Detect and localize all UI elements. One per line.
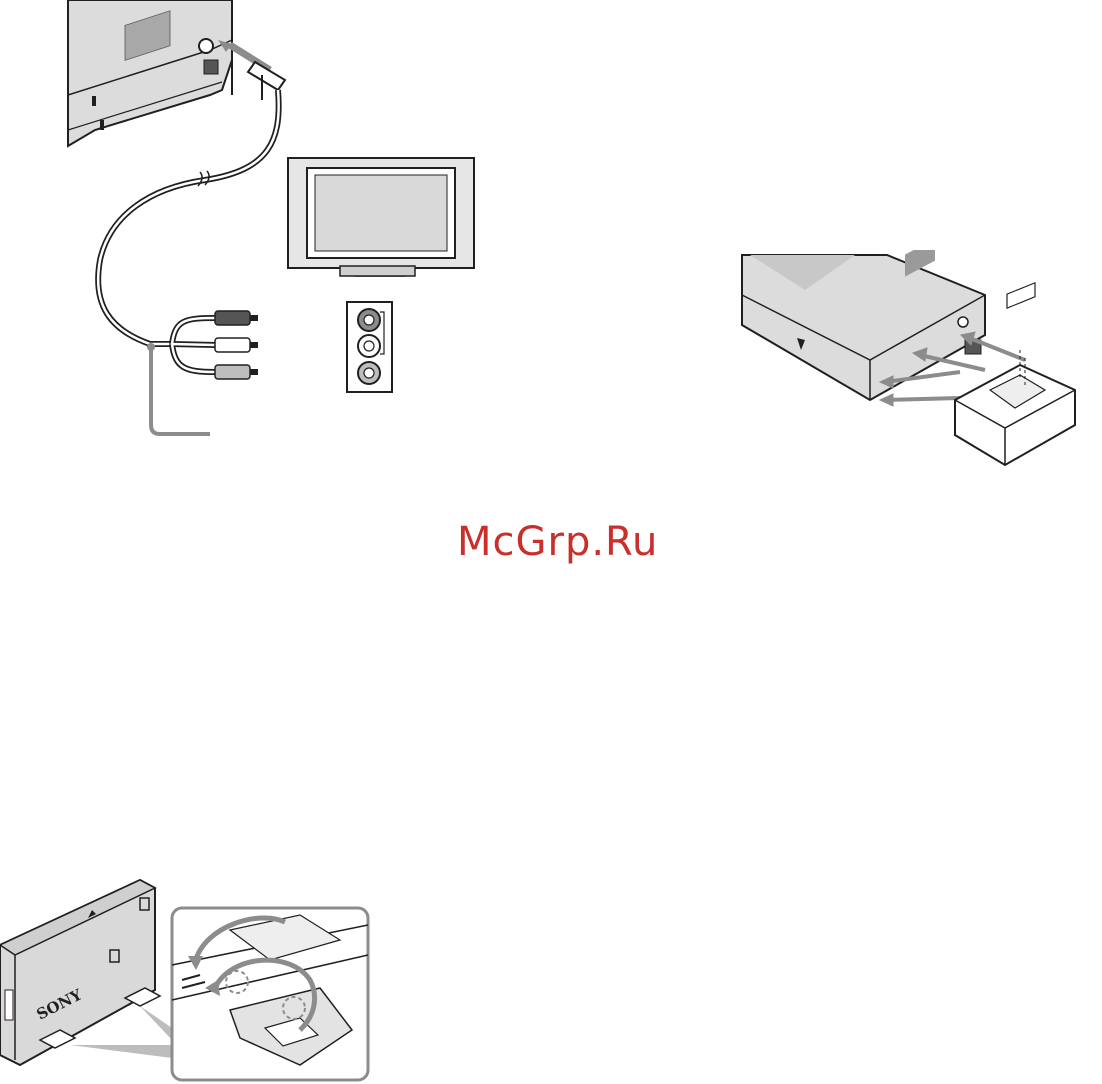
rca-plugs-icon [172, 311, 258, 379]
tv-icon [288, 158, 474, 276]
printer-icon [742, 250, 985, 400]
stand-detail-inset [172, 908, 368, 1080]
printer-icon [68, 0, 232, 146]
callout-line [151, 347, 210, 434]
watermark-text: McGrp.Ru [457, 519, 658, 565]
video-cable [98, 90, 279, 344]
stand-attach-illustration: SONY [0, 870, 380, 1084]
tv-input-jacks-icon [347, 302, 392, 392]
tv-connection-illustration [0, 0, 520, 450]
cover-attach-illustration [735, 250, 1102, 475]
printer-icon: SONY [0, 880, 160, 1065]
